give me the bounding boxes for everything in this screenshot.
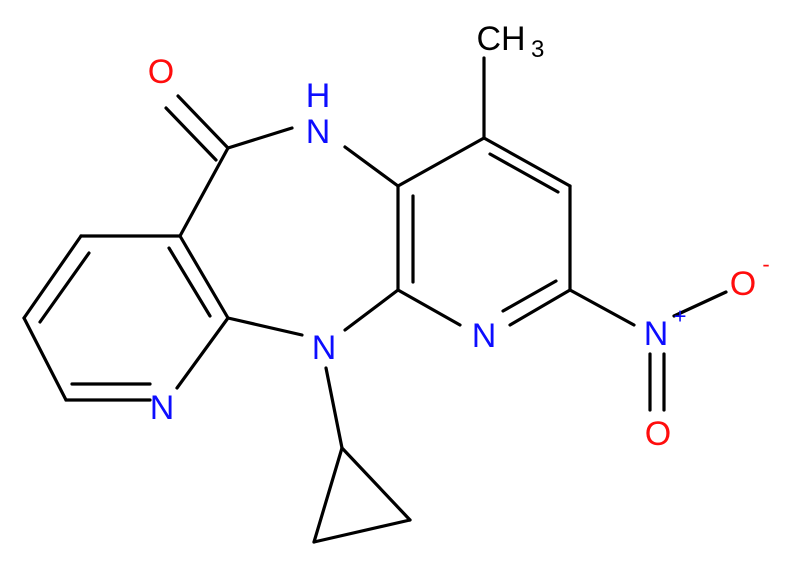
nitrogen-atom-nitro: N [644,315,669,353]
nitro-negative-charge: - [762,252,769,277]
oxygen-atom-nitro-top: O [730,265,756,303]
bond [38,251,91,324]
nitro-positive-charge: + [674,304,687,329]
bond [508,288,572,327]
methyl-subscript: 3 [531,36,544,63]
methyl-label: CH [476,20,525,58]
bond [568,288,636,327]
bond [176,94,230,150]
bond [175,316,230,390]
bond [343,145,400,188]
bond [324,366,344,450]
bond [343,288,400,332]
bond [22,316,68,402]
bond [340,446,412,522]
hydrogen-atom-amine: H [306,77,331,115]
nitrogen-atom-amine: N [306,113,331,151]
bond [164,106,218,162]
bond [482,136,572,188]
bond [488,152,560,194]
nitrogen-atom-right-pyridine: N [472,317,497,355]
bond [501,279,558,313]
bond [396,136,486,188]
bond [312,518,412,544]
bond [167,246,212,318]
bond [178,146,230,238]
bond [672,290,728,318]
oxygen-atom-nitro-bottom: O [645,415,671,453]
bond [396,288,462,327]
nitrogen-atom-bridge: N [312,329,337,367]
bond [226,316,304,337]
bond [178,234,230,320]
nitrogen-atom-left-pyridine: N [150,389,175,427]
bond [226,126,294,150]
bond [312,446,344,544]
bond [22,234,83,320]
oxygen-atom-carbonyl: O [148,53,174,91]
